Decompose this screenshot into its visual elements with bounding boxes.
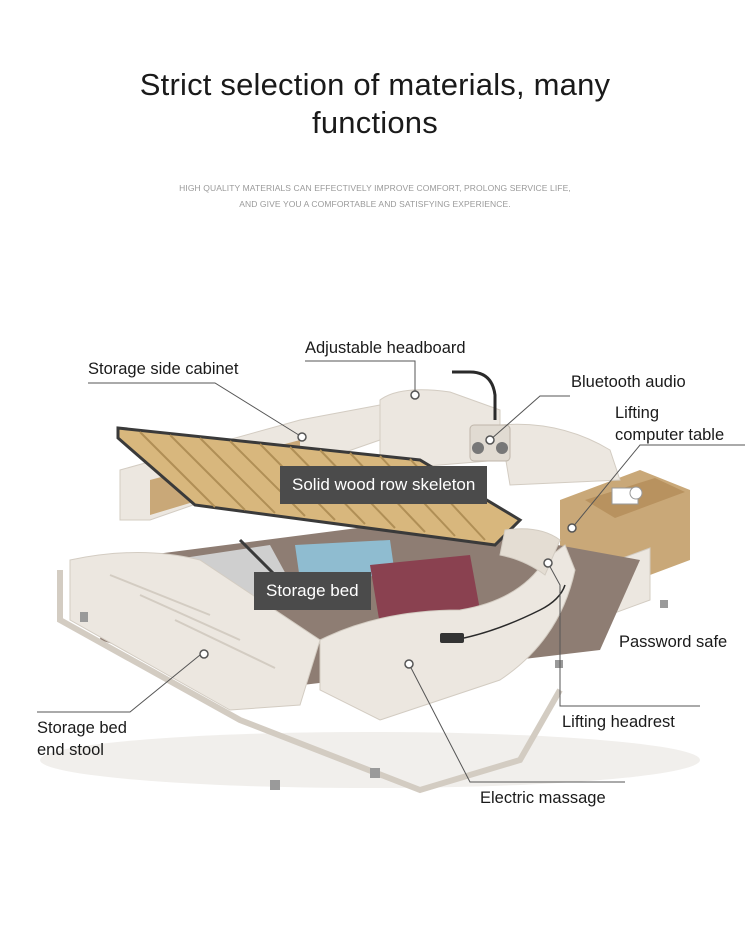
label-storage-side-cabinet: Storage side cabinet bbox=[88, 360, 239, 378]
label-password-safe: Password safe bbox=[619, 633, 728, 651]
leg-2 bbox=[270, 780, 280, 790]
leg-4 bbox=[555, 660, 563, 668]
end-stool bbox=[69, 552, 321, 711]
leg-1 bbox=[80, 612, 88, 622]
label-lifting-computer-table: Lifting computer table bbox=[615, 402, 724, 446]
label-storage-bed-end-stool: Storage bed end stool bbox=[37, 717, 127, 761]
subtitle-line-1: HIGH QUALITY MATERIALS CAN EFFECTIVELY I… bbox=[179, 183, 571, 193]
cup-icon bbox=[629, 486, 643, 500]
label-storage-bed-end-stool-line-2: end stool bbox=[37, 741, 104, 759]
floor-shadow bbox=[40, 732, 700, 788]
page-title: Strict selection of materials, many func… bbox=[0, 66, 750, 142]
label-bluetooth-audio: Bluetooth audio bbox=[571, 373, 686, 391]
speaker-right-icon bbox=[496, 442, 508, 454]
page-subtitle: HIGH QUALITY MATERIALS CAN EFFECTIVELY I… bbox=[0, 180, 750, 212]
end-stool-seams bbox=[109, 574, 276, 669]
tag-storage-bed: Storage bed bbox=[254, 572, 371, 610]
leg-5 bbox=[660, 600, 668, 608]
bed-rail bbox=[57, 570, 563, 794]
label-adjustable-headboard: Adjustable headboard bbox=[305, 339, 466, 357]
callout-dots bbox=[199, 390, 577, 669]
callout-lines bbox=[37, 360, 745, 783]
label-storage-bed-end-stool-line-1: Storage bed bbox=[37, 719, 127, 737]
massage-remote-icon bbox=[440, 633, 464, 643]
tag-solid-wood-row-skeleton: Solid wood row skeleton bbox=[280, 466, 488, 504]
folded-towels bbox=[295, 540, 395, 580]
reading-lamp-icon bbox=[452, 370, 497, 420]
leg-3 bbox=[370, 768, 380, 778]
label-lifting-headrest: Lifting headrest bbox=[562, 713, 675, 731]
title-line-1: Strict selection of materials, many bbox=[139, 67, 611, 102]
rolled-blanket bbox=[370, 555, 480, 625]
subtitle-line-2: AND GIVE YOU A COMFORTABLE AND SATISFYIN… bbox=[239, 199, 511, 209]
label-lifting-computer-table-line-1: Lifting bbox=[615, 404, 660, 422]
label-electric-massage: Electric massage bbox=[480, 789, 606, 807]
label-lifting-computer-table-line-2: computer table bbox=[615, 426, 725, 444]
speaker-left-icon bbox=[472, 442, 484, 454]
title-line-2: functions bbox=[312, 105, 438, 140]
headboard-right bbox=[499, 423, 621, 486]
massage-chaise bbox=[319, 544, 576, 721]
